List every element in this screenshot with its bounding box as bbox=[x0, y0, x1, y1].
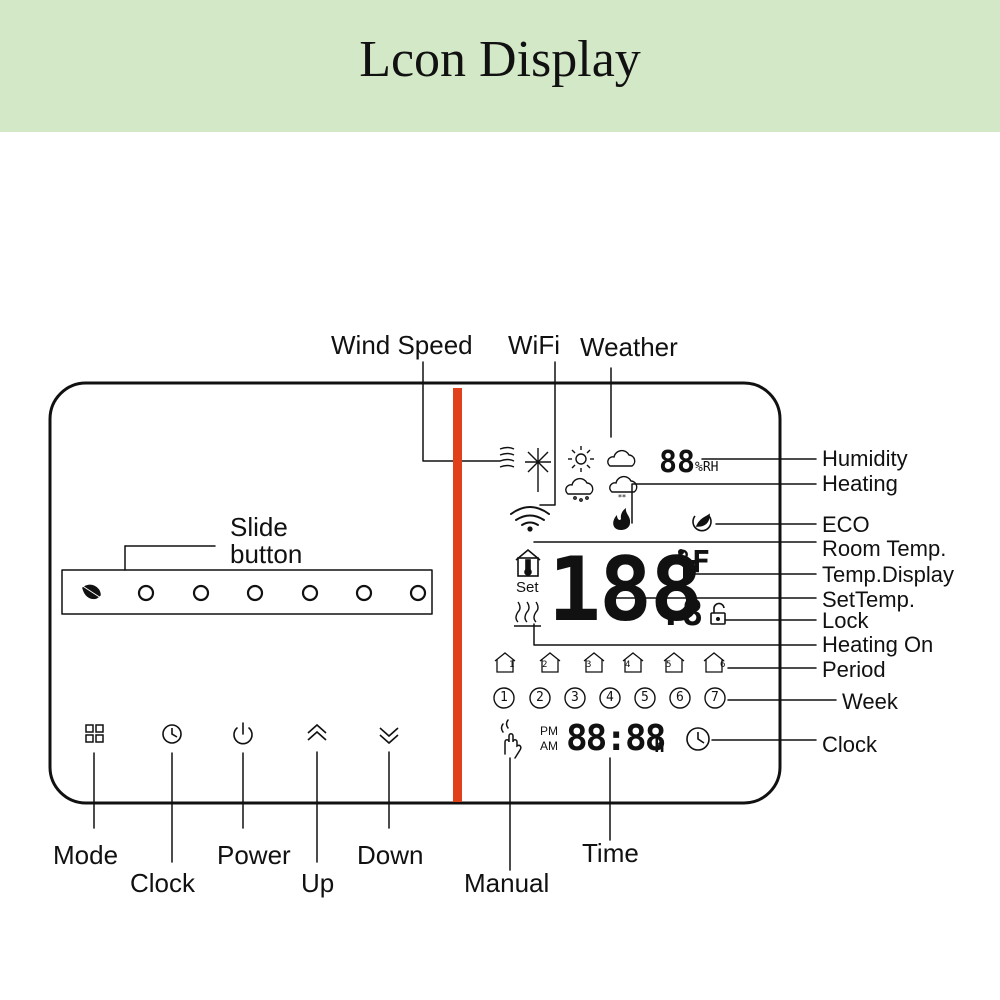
cloud-icon bbox=[607, 449, 636, 467]
week-number-7: 7 bbox=[711, 690, 719, 705]
svg-text:**: ** bbox=[618, 493, 626, 502]
humidity-unit: %RH bbox=[695, 460, 719, 475]
week-number-1: 1 bbox=[500, 690, 508, 705]
am-label: AM bbox=[540, 739, 558, 753]
lock-icon bbox=[710, 602, 726, 625]
page-title: Lcon Display bbox=[359, 31, 641, 88]
wind-speed-label: Wind Speed bbox=[331, 330, 473, 360]
weather-label: Weather bbox=[580, 332, 678, 362]
up-icon bbox=[307, 723, 327, 741]
divider-bar bbox=[453, 388, 462, 802]
fan-indicator-icon bbox=[678, 549, 695, 578]
clock-label: Clock bbox=[130, 868, 196, 898]
slide-dot-6 bbox=[409, 584, 427, 602]
period-icons bbox=[494, 652, 725, 673]
slide-label-1: Slide bbox=[230, 512, 288, 542]
wifi-label: WiFi bbox=[508, 330, 560, 360]
up-label: Up bbox=[301, 868, 335, 898]
period-number-6: 6 bbox=[720, 660, 726, 670]
temp-display-label: Temp.Display bbox=[822, 562, 955, 587]
rain-icon bbox=[565, 477, 594, 502]
period-label: Period bbox=[822, 657, 886, 682]
mode-label: Mode bbox=[53, 840, 119, 870]
temp-decimal: .8 bbox=[660, 593, 704, 634]
room-temp-label: Room Temp. bbox=[822, 536, 947, 561]
leaf-icon bbox=[80, 584, 102, 600]
slide-bar bbox=[61, 569, 433, 615]
device-outline bbox=[48, 381, 782, 805]
week-circle-5 bbox=[634, 687, 656, 709]
heating-on-label: Heating On bbox=[822, 632, 934, 657]
week-circle-6 bbox=[669, 687, 691, 709]
temp-digits: 188 bbox=[548, 538, 703, 641]
period-number-2: 2 bbox=[542, 660, 548, 670]
week-circle-1 bbox=[493, 687, 515, 709]
clock-icon bbox=[162, 724, 182, 744]
down-label: Down bbox=[357, 840, 424, 870]
week-circle-4 bbox=[599, 687, 621, 709]
week-circle-3 bbox=[564, 687, 586, 709]
flame-icon bbox=[613, 508, 631, 530]
wind-speed-icon bbox=[499, 446, 551, 492]
heating-label: Heating bbox=[822, 471, 898, 496]
heating-on-icon bbox=[514, 601, 541, 627]
humidity-label: Humidity bbox=[822, 446, 908, 471]
week-circle-7 bbox=[704, 687, 726, 709]
header-banner bbox=[0, 0, 1000, 132]
slide-label-2: button bbox=[230, 539, 303, 569]
period-number-4: 4 bbox=[625, 660, 631, 670]
room-temp-icon bbox=[515, 548, 541, 577]
power-icon bbox=[233, 722, 253, 745]
period-number-1: 1 bbox=[509, 660, 515, 670]
slide-dot-5 bbox=[355, 584, 373, 602]
week-label: Week bbox=[842, 689, 898, 714]
week-number-2: 2 bbox=[536, 690, 544, 705]
hour-unit: h bbox=[654, 736, 665, 757]
period-number-3: 3 bbox=[586, 660, 592, 670]
slide-dot-2 bbox=[192, 584, 210, 602]
humidity-digits: 88 bbox=[659, 445, 696, 480]
wifi-icon bbox=[510, 506, 550, 532]
set-label: Set bbox=[516, 579, 539, 596]
time-label: Time bbox=[582, 838, 639, 868]
slide-dot-1 bbox=[137, 584, 155, 602]
temp-unit: °F bbox=[674, 545, 711, 580]
down-icon bbox=[379, 727, 399, 745]
mode-icon bbox=[85, 724, 104, 743]
week-number-3: 3 bbox=[571, 690, 579, 705]
time-digits: 88:88 bbox=[566, 718, 666, 759]
clock-right-label: Clock bbox=[822, 732, 878, 757]
slide-dot-3 bbox=[246, 584, 264, 602]
snow-icon: ** bbox=[609, 475, 638, 502]
power-label: Power bbox=[217, 840, 291, 870]
manual-label: Manual bbox=[464, 868, 550, 898]
manual-hand-icon bbox=[500, 719, 522, 759]
eco-label: ECO bbox=[822, 512, 870, 537]
slide-dot-4 bbox=[301, 584, 319, 602]
week-circle-2 bbox=[529, 687, 551, 709]
sun-icon bbox=[568, 446, 594, 472]
lock-label: Lock bbox=[822, 608, 869, 633]
week-number-4: 4 bbox=[606, 690, 614, 705]
set-temp-label: SetTemp. bbox=[822, 587, 915, 612]
week-number-6: 6 bbox=[676, 690, 684, 705]
week-number-5: 5 bbox=[641, 690, 649, 705]
pm-label: PM bbox=[540, 724, 558, 738]
period-number-5: 5 bbox=[666, 660, 672, 670]
eco-icon bbox=[692, 513, 712, 532]
clock-right-icon bbox=[686, 727, 710, 751]
